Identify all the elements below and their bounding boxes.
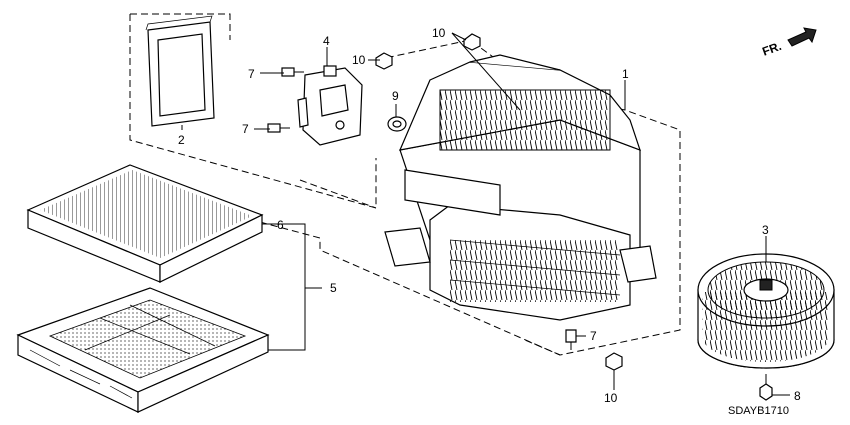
direction-label: FR. <box>760 39 783 59</box>
nut-10-a <box>463 33 481 51</box>
callout-10-c: 10 <box>604 391 618 405</box>
screw-7-top <box>281 67 304 77</box>
callout-6: 6 <box>277 218 284 232</box>
part-5-filter-tray <box>16 287 270 413</box>
callout-7-mid: 7 <box>242 122 249 136</box>
callout-2: 2 <box>178 133 185 147</box>
nut-10-c <box>605 352 623 371</box>
front-direction-arrow-icon <box>787 27 817 47</box>
callout-4: 4 <box>323 34 330 48</box>
part-3-blower-motor <box>697 253 835 369</box>
screw-7-bottom <box>565 329 577 350</box>
part-6-filter <box>26 164 264 283</box>
callout-10-a: 10 <box>432 26 446 40</box>
leader-lines <box>181 32 790 396</box>
nut-10-b <box>375 52 393 70</box>
callout-3: 3 <box>762 223 769 237</box>
callout-7-top: 7 <box>248 67 255 81</box>
callout-8: 8 <box>794 389 801 403</box>
part-9-grommet <box>387 116 407 132</box>
part-2-seal <box>145 15 215 127</box>
screw-7-mid <box>267 123 290 133</box>
screw-8 <box>759 374 773 401</box>
callout-1: 1 <box>622 67 629 81</box>
diagram-code: SDAYB1710 <box>728 405 789 417</box>
callout-10-b: 10 <box>352 53 366 67</box>
part-1-blower-housing <box>384 54 657 321</box>
callout-7-bottom: 7 <box>590 329 597 343</box>
callout-9: 9 <box>392 89 399 103</box>
part-4-actuator <box>297 65 363 146</box>
callout-5: 5 <box>330 281 337 295</box>
